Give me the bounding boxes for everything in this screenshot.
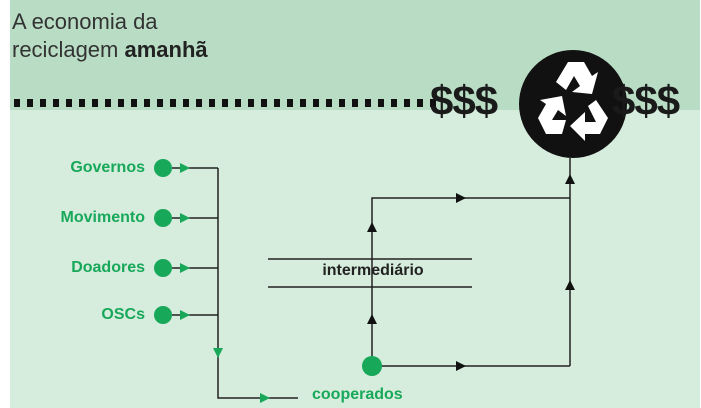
arrow-up-lower <box>367 314 377 324</box>
title-line-2-bold: amanhã <box>124 37 208 62</box>
arrow-up-right-upper <box>565 174 575 184</box>
title-line-2: reciclagem amanhã <box>12 36 208 64</box>
recycle-icon <box>519 50 627 158</box>
arrow-doadores <box>180 263 190 273</box>
title-line-1: A economia da <box>12 9 158 34</box>
node-governos <box>154 159 172 177</box>
flow-arrowheads <box>367 174 575 371</box>
arrow-up-upper <box>367 222 377 232</box>
source-arrowheads <box>180 163 270 403</box>
arrow-up-right-lower <box>565 280 575 290</box>
flow-lines <box>172 158 571 399</box>
arrow-oscs <box>180 310 190 320</box>
money-symbols-right: $$$ <box>612 77 680 124</box>
label-cooperados: cooperados <box>312 386 403 403</box>
arrow-right-lower <box>456 361 466 371</box>
arrow-movimento <box>180 213 190 223</box>
label-oscs: OSCs <box>101 306 145 323</box>
arrow-trunk-down <box>213 348 223 358</box>
source-nodes <box>154 159 172 324</box>
node-oscs <box>154 306 172 324</box>
label-doadores: Doadores <box>71 259 145 276</box>
arrow-right-upper <box>456 193 466 203</box>
cooperados-node <box>362 356 382 376</box>
arrow-to-cooperados <box>260 393 270 403</box>
label-intermediario: intermediário <box>322 262 424 279</box>
diagram-title: A economia da reciclagem amanhã <box>12 8 208 64</box>
arrow-governos <box>180 163 190 173</box>
label-governos: Governos <box>70 159 145 176</box>
money-symbols-left: $$$ <box>430 77 498 124</box>
node-doadores <box>154 259 172 277</box>
path-via-intermediario <box>371 197 570 366</box>
label-movimento: Movimento <box>60 209 145 226</box>
title-line-2-prefix: reciclagem <box>12 37 125 62</box>
trunk-to-cooperados <box>217 168 298 399</box>
node-movimento <box>154 209 172 227</box>
